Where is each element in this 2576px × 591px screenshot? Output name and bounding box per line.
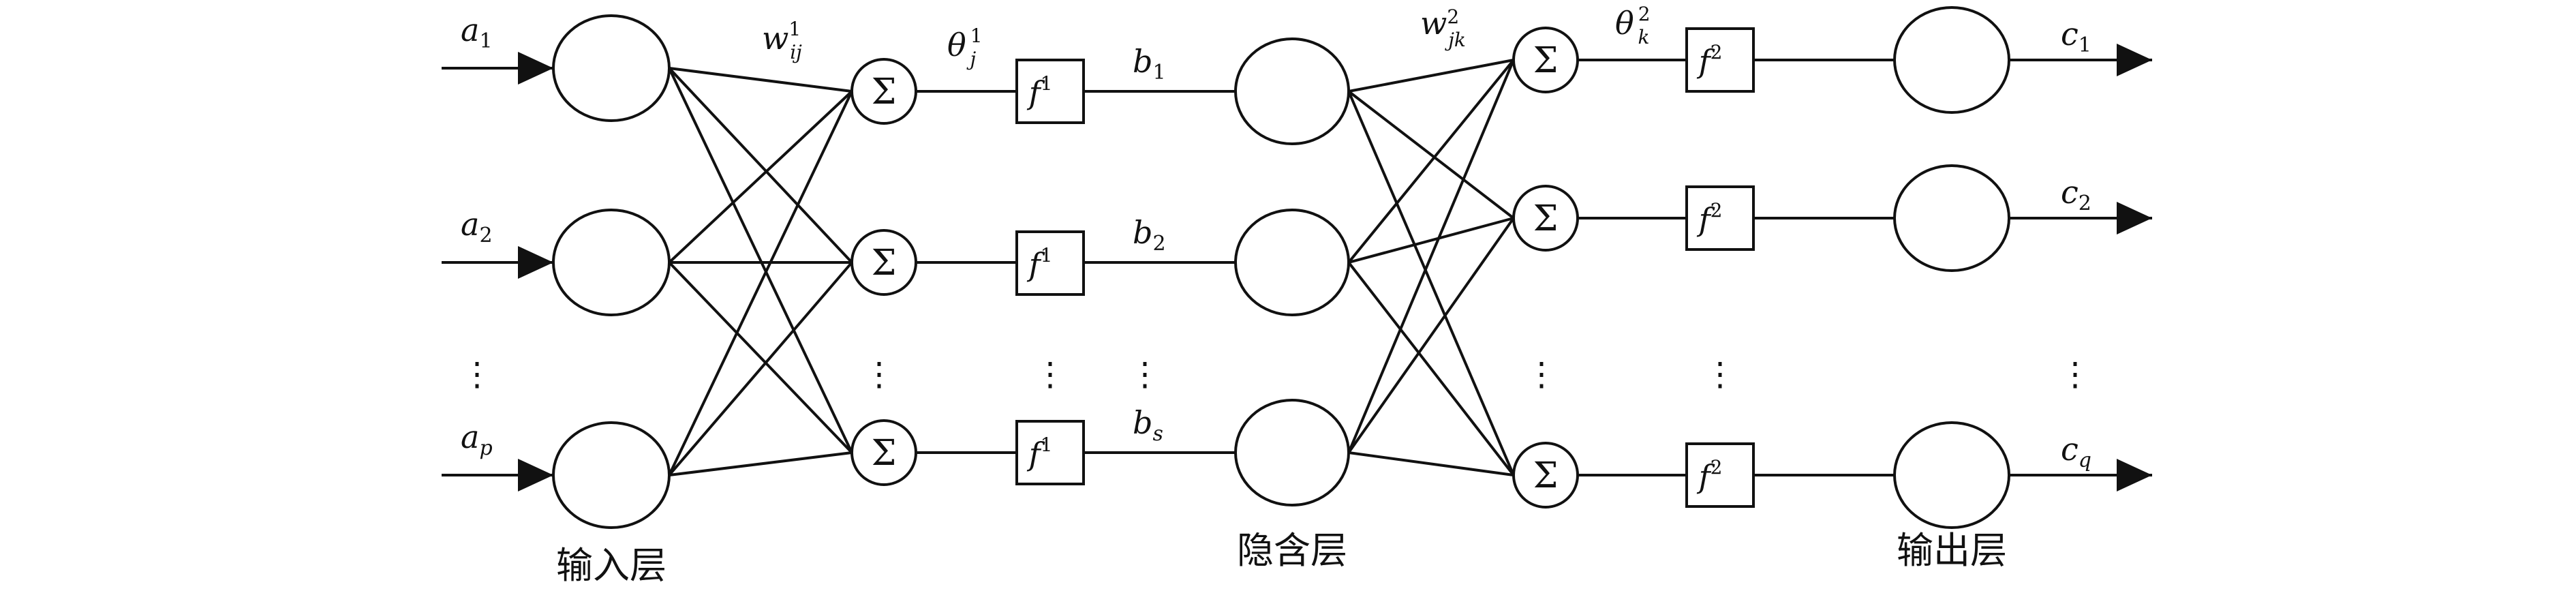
summation-column-2: Σ Σ Σ ⋮ [1512,27,1579,509]
input-neuron-2 [552,209,671,316]
hidden-neuron-s [1234,399,1350,506]
activation-box-f1-2 [1015,230,1085,296]
svg-text:Σ: Σ [872,72,897,112]
svg-text:Σ: Σ [872,243,897,284]
summation-column-1: Σ Σ Σ ⋮ [850,58,917,486]
svg-text:Σ: Σ [1533,40,1559,81]
svg-text:Σ: Σ [872,433,897,474]
svg-text:f2: f2 [1697,456,1723,495]
hidden-output-label-s: bs [1133,404,1163,446]
sum-ellipsis-1: ⋮ [863,355,895,393]
hidden-layer-label: 隐含层 [1237,529,1347,572]
hidden-neuron-1 [1234,37,1350,145]
input-layer-label: 输入层 [556,544,666,587]
activation-box-f1-s [1015,420,1085,485]
activation-column-2: f2 f2 f2 ⋮ [1685,27,1755,508]
input-layer: a1 a2 ap ⋮ 输入层 [442,12,671,587]
output-ellipsis: ⋮ [2059,355,2091,393]
svg-text:Σ: Σ [1533,455,1559,496]
activation-column-1: f1 f1 f1 ⋮ [1015,59,1085,485]
output-neuron-q [1893,421,2010,529]
activation-ellipsis-2: ⋮ [1704,355,1736,393]
hidden-output-label-2: b2 [1133,214,1166,256]
output-label-q: cq [2061,431,2091,472]
activation-ellipsis-1: ⋮ [1034,355,1067,393]
input-label-p: ap [461,419,493,460]
hidden-output-label-1: b1 [1133,43,1166,85]
input-label-2: a2 [461,206,493,247]
activation-box-f1-1 [1015,59,1085,124]
output-label-2: c2 [2061,174,2091,215]
input-ellipsis: ⋮ [461,355,493,393]
hidden-layer: 隐含层 [1234,37,1350,572]
output-neuron-1 [1893,6,2010,114]
hidden-neuron-2 [1234,209,1350,316]
output-layer-label: 输出层 [1897,529,2007,572]
sum-ellipsis-2: ⋮ [1525,355,1558,393]
input-neuron-1 [552,14,671,122]
output-neuron-2 [1893,164,2010,272]
hidden-output-ellipsis: ⋮ [1129,355,1161,393]
input-label-1: a1 [461,12,493,53]
svg-text:Σ: Σ [1533,198,1559,239]
output-layer: 输出层 c1 c2 cq ⋮ [1893,6,2152,572]
input-neuron-p [552,421,671,529]
output-label-1: c1 [2061,16,2091,57]
